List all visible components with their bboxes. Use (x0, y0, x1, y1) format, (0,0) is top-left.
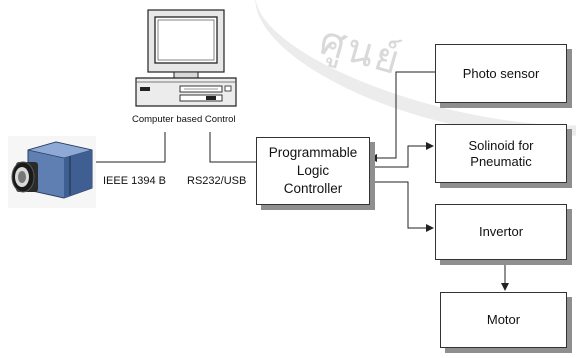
photo-sensor-block: Photo sensor (435, 44, 567, 103)
solenoid-block: Solinoid for Pneumatic (435, 124, 567, 183)
desktop-computer-icon (135, 9, 237, 107)
plc-to-solenoid-line (370, 142, 434, 168)
photo-sensor-feedback-line (369, 71, 435, 162)
invertor-block: Invertor (435, 204, 567, 260)
motor-block: Motor (440, 292, 567, 348)
rs232-link-line (209, 132, 256, 163)
rs232-link-label: RS232/USB (187, 175, 247, 187)
ieee1394-link-line (95, 132, 166, 163)
plc-to-invertor-line (370, 181, 434, 232)
computer-label: Computer based Control (132, 114, 236, 125)
industrial-camera-icon (8, 136, 96, 208)
plc-block: Programmable Logic Controller (256, 137, 370, 205)
ieee1394-link-label: IEEE 1394 B (103, 175, 166, 187)
